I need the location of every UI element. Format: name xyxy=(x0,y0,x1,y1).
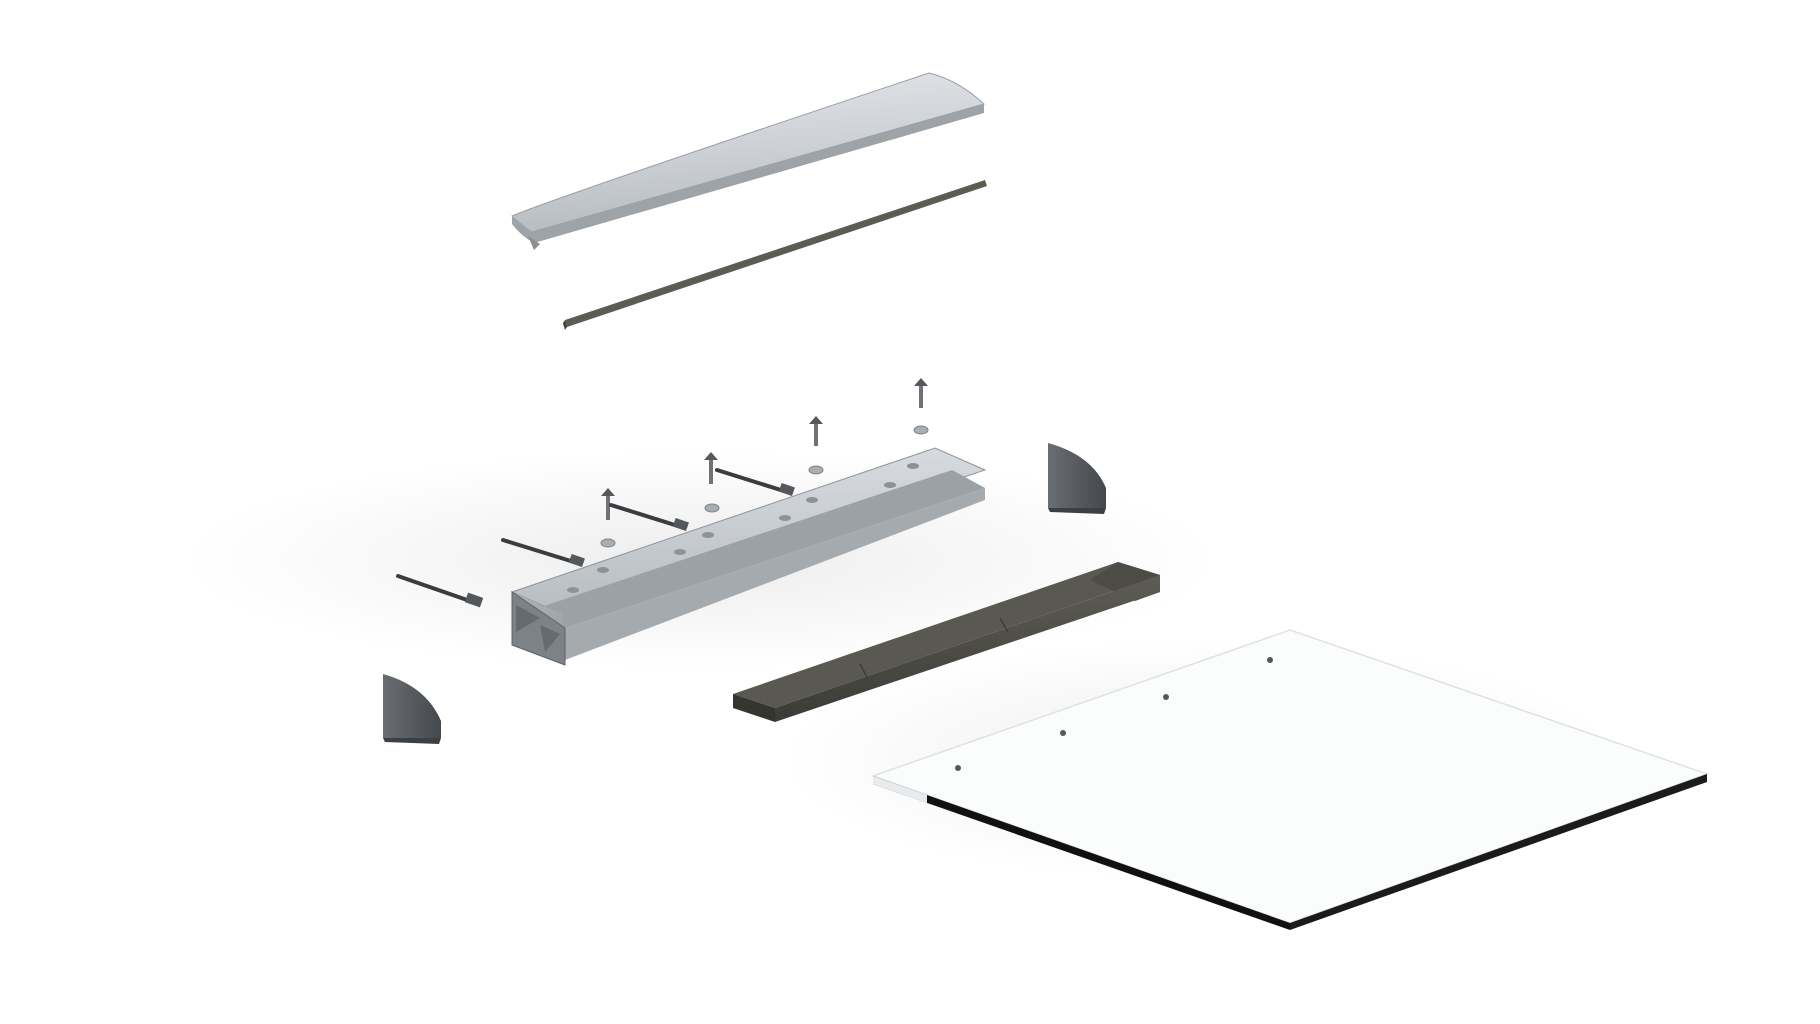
short-screws xyxy=(601,378,928,520)
washers xyxy=(600,425,929,548)
glass-panel xyxy=(870,629,1710,930)
glass-gasket xyxy=(733,562,1160,722)
bolt-icon xyxy=(501,538,585,568)
top-cover xyxy=(511,72,985,250)
washer-icon xyxy=(704,503,720,513)
washer-icon xyxy=(913,425,929,435)
washer-icon xyxy=(808,465,824,475)
main-profile xyxy=(510,447,987,666)
bolt-icon xyxy=(396,574,484,608)
bolt-icon xyxy=(715,468,795,497)
washer-icon xyxy=(600,538,616,548)
screw-icon xyxy=(704,452,718,484)
long-bolts xyxy=(396,468,795,608)
seal-strip xyxy=(563,180,987,330)
end-cap-icon xyxy=(383,674,441,738)
end-caps xyxy=(383,443,1106,744)
screw-icon xyxy=(809,416,823,446)
screw-icon xyxy=(601,488,615,520)
end-cap-icon xyxy=(1048,443,1106,508)
screw-icon xyxy=(914,378,928,408)
mounting-holes xyxy=(567,463,919,593)
bolt-icon xyxy=(609,503,689,532)
panel-holes xyxy=(955,657,1273,771)
